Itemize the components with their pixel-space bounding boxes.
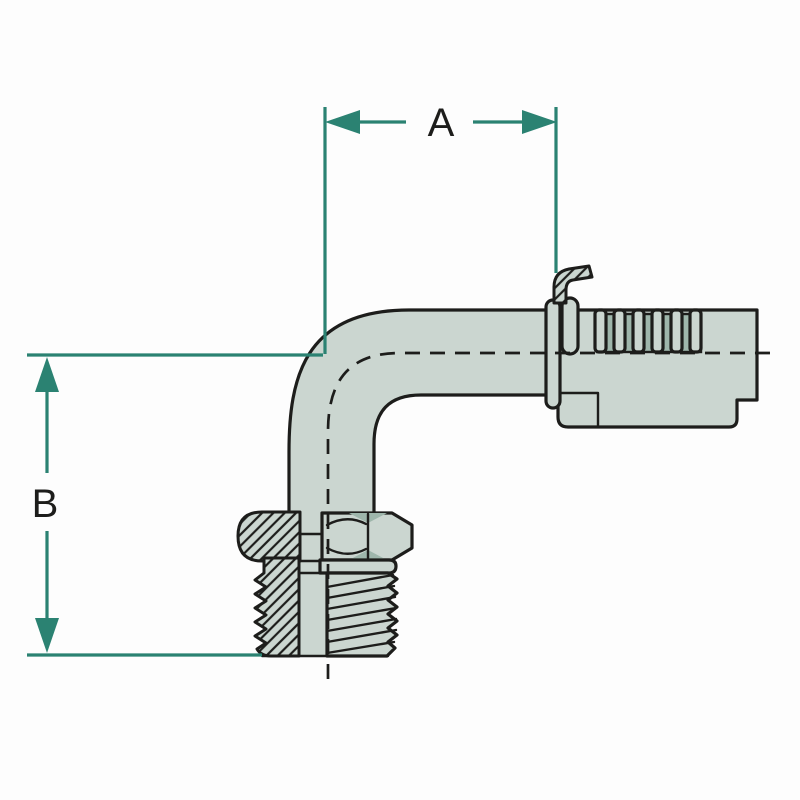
hose-socket <box>544 264 759 429</box>
dimension-a-label: A <box>428 101 455 145</box>
crimp-rib <box>650 308 665 354</box>
crimp-rib <box>631 308 646 354</box>
retaining-clip <box>552 264 594 305</box>
thread-crest-lines <box>325 573 398 655</box>
crimp-rib <box>593 308 608 354</box>
dimension-b-arrowhead-up <box>35 357 59 392</box>
thread-section-wall <box>253 556 301 658</box>
elbow-tube-outline <box>287 308 580 537</box>
dimension-a-arrowhead-right <box>522 110 557 134</box>
thread-shoulder <box>318 558 398 575</box>
elbow-tube <box>287 308 580 537</box>
socket-step-lines <box>556 391 600 429</box>
crimp-ribs <box>593 308 703 354</box>
socket-inner-sleeve <box>560 296 580 356</box>
dimension-a: A <box>323 101 558 354</box>
centerline <box>326 351 775 679</box>
nut-flange-section <box>236 510 302 563</box>
dimension-b-arrowhead-down <box>35 618 59 653</box>
dimension-b-label: B <box>32 482 59 526</box>
dimension-b: B <box>27 353 323 657</box>
male-thread-end <box>236 510 414 658</box>
dimension-a-arrowhead-left <box>325 110 360 134</box>
crimp-rib <box>669 308 684 354</box>
hex-face-chamfer-arcs <box>325 518 368 555</box>
crimp-rib <box>612 308 627 354</box>
crimp-rib <box>688 308 703 354</box>
